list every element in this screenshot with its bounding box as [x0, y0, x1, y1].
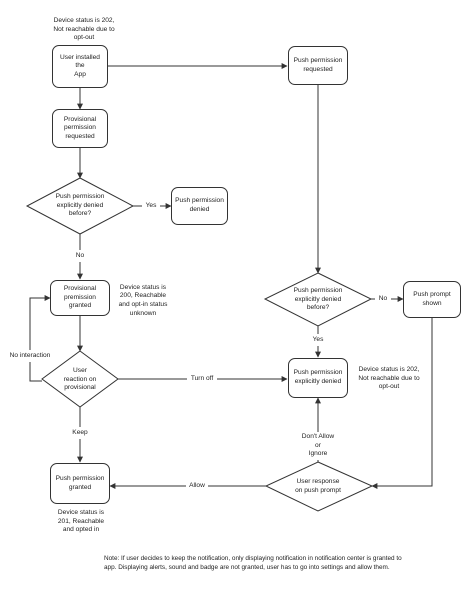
edge-label-keep: Keep	[70, 427, 90, 439]
decision-diamond-left	[25, 177, 135, 235]
provisional-status-annotation: Device status is 200, Reachable and opt-…	[118, 283, 168, 317]
edge-prompt-to-response	[371, 318, 433, 489]
decision-diamond-right	[263, 272, 373, 327]
edge-label-no-left: No	[72, 250, 88, 262]
reaction-diamond	[41, 350, 119, 408]
edge-label-no-interaction: No interaction	[4, 350, 56, 362]
user-response-label: User response on push prompt	[295, 478, 341, 494]
edge-label-yes-left: Yes	[142, 200, 160, 212]
push-requested-node: Push permission requested	[288, 46, 348, 85]
edge-label-turn-off: Turn off	[187, 373, 217, 385]
edge-label-allow: Allow	[186, 480, 208, 492]
decision-left-label: Push permission explicitly denied before…	[55, 193, 105, 218]
top-status-annotation: Device status is 202, Not reachable due …	[53, 17, 115, 42]
edge-label-dont-allow: Don't Allow or Ignore	[294, 432, 342, 460]
user-reaction-label: User reaction on provisional	[63, 367, 97, 392]
push-explicitly-denied-node: Push permission explicitly denied	[288, 358, 348, 398]
push-prompt-shown-node: Push prompt shown	[403, 281, 461, 318]
user-installed-node: User installed the App	[52, 45, 108, 88]
response-diamond	[264, 461, 374, 512]
edge-label-yes-right: Yes	[309, 334, 327, 346]
push-denied-left-node: Push permission denied	[171, 187, 228, 225]
push-granted-node: Push permission granted	[50, 463, 110, 504]
provisional-requested-node: Provisional permission requested	[52, 109, 108, 148]
provisional-granted-node: Provisional premission granted	[50, 280, 110, 316]
granted-status-annotation: Device status is 201, Reachable and opte…	[57, 509, 105, 534]
right-status-annotation: Device status is 202, Not reachable due …	[358, 366, 420, 391]
decision-right-label: Push permission explicitly denied before…	[293, 287, 343, 312]
edge-label-no-right: No	[375, 293, 391, 305]
edge-no-interaction	[29, 295, 51, 382]
footnote: Note: If user decides to keep the notifi…	[104, 555, 402, 571]
